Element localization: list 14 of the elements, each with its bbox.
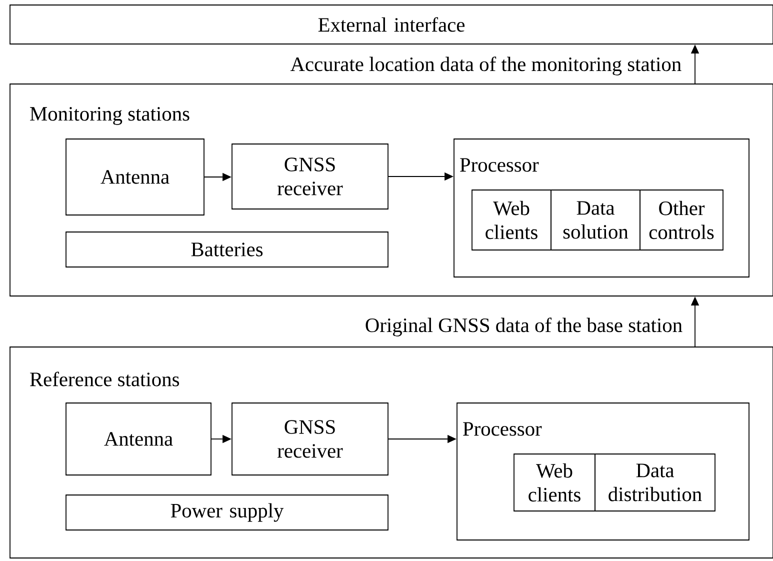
module-cell: Data distribution: [594, 454, 716, 512]
edge-label: Original GNSS data of the base station: [364, 316, 684, 338]
component-box: Batteries: [66, 232, 388, 268]
component-box: GNSS receiver: [232, 402, 388, 476]
component-box: GNSS receiver: [232, 144, 388, 210]
edge-label: Accurate location data of the monitoring station: [289, 56, 683, 76]
module-cell: Data solution: [550, 190, 640, 250]
component-box: Power supply: [66, 494, 388, 530]
module-cell: Web clients: [472, 190, 552, 250]
component-box: External interface: [10, 4, 773, 44]
component-box: Antenna: [66, 402, 212, 476]
component-box: Antenna: [66, 138, 204, 216]
module-cell: Web clients: [514, 454, 596, 512]
module-cell: Other controls: [640, 190, 724, 250]
